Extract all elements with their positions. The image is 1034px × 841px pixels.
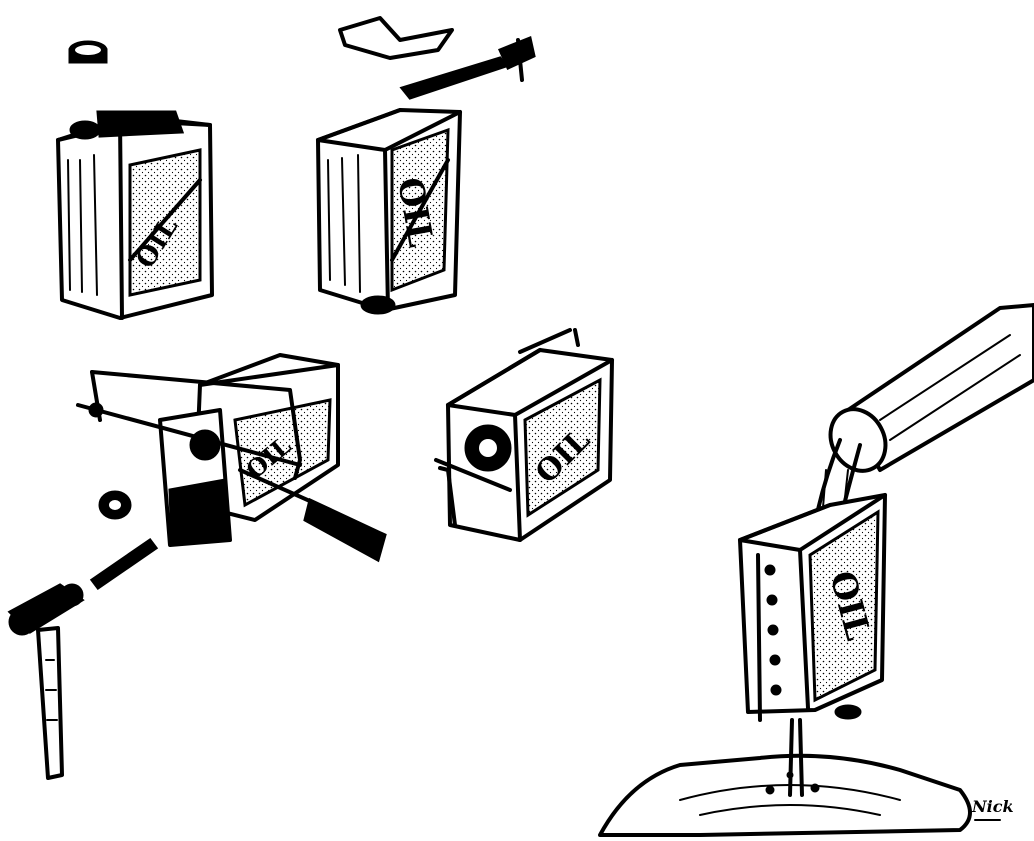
- oil-can-assembled: OIL: [436, 330, 612, 540]
- artist-signature: Nick: [971, 797, 1014, 816]
- puddle-icon: [600, 756, 970, 835]
- pipe-icon: [820, 305, 1034, 480]
- screw-cap-icon: [70, 42, 106, 62]
- oil-can-top-cut: OIL: [318, 18, 534, 313]
- cut-lid-icon: [340, 18, 452, 58]
- oil-can-sawing: OIL: [78, 355, 385, 560]
- washer-icon: [100, 492, 130, 518]
- oil-can-watering: OIL: [600, 305, 1034, 835]
- hammer-icon: [10, 585, 82, 778]
- rivet-icon: [92, 540, 156, 588]
- oil-can-intact: OIL: [58, 42, 212, 318]
